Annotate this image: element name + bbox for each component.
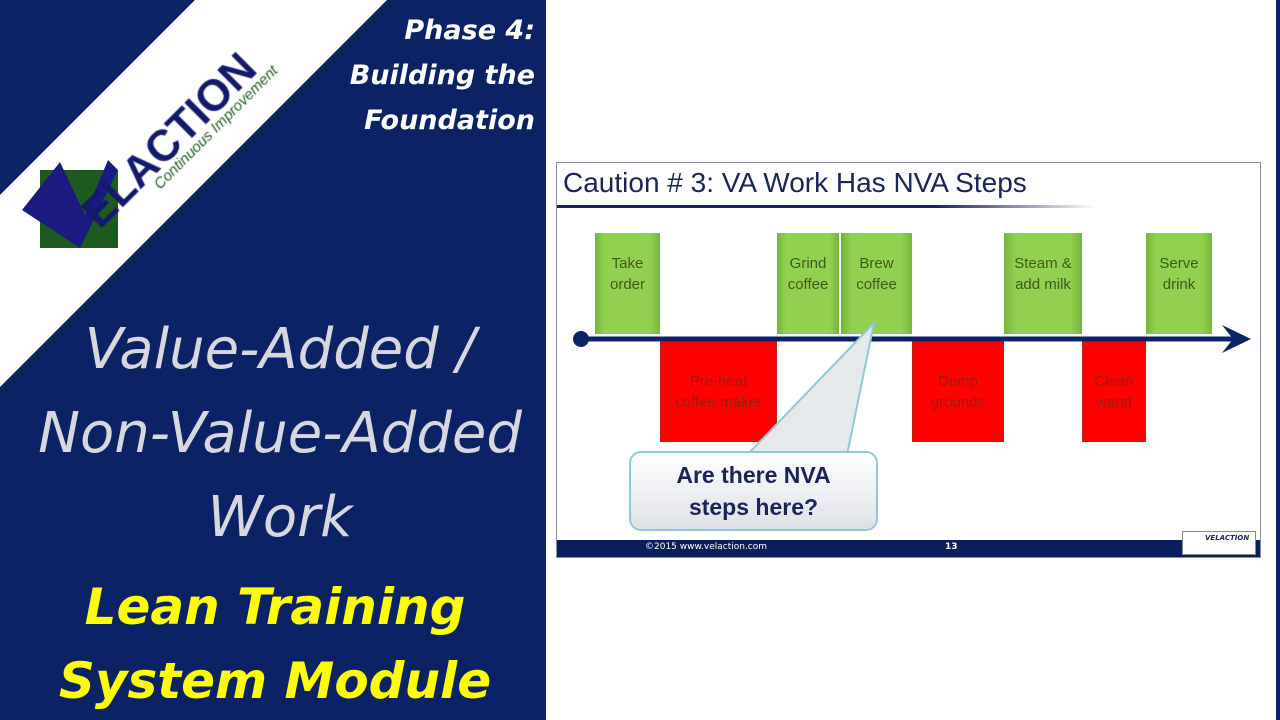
phase-line: Phase 4: (404, 15, 535, 46)
callout-bubble: Are there NVA steps here? (629, 451, 878, 531)
phase-heading: Phase 4: Building the Foundation (350, 8, 535, 143)
nva-step: Dump grounds (912, 341, 1004, 442)
step-label: coffee (787, 275, 829, 293)
title-underline (557, 205, 1097, 208)
slide-preview: Caution # 3: VA Work Has NVA Steps Take o… (556, 162, 1261, 558)
timeline-arrow (573, 319, 1251, 456)
step-label: Clean (1094, 372, 1134, 390)
va-step: Take order (595, 233, 660, 334)
module-subtitle: Lean Training System Module (0, 570, 546, 718)
slide-footer: ©2015 www.velaction.com 13 (557, 540, 1260, 557)
title-line: Value-Added / (84, 317, 476, 382)
nva-step: Pre-heat coffee maker (660, 341, 777, 442)
step-label: Pre-heat (689, 372, 748, 390)
title-line: Work (207, 485, 353, 550)
callout-line: Are there NVA (676, 462, 831, 488)
subtitle-line: Lean Training (84, 578, 466, 636)
step-label: Steam & (1014, 254, 1072, 272)
step-label: Grind (789, 254, 827, 272)
subtitle-line: System Module (58, 652, 492, 710)
step-label: grounds (930, 393, 986, 411)
phase-line: Building the (349, 60, 535, 91)
callout-tail (744, 319, 876, 456)
step-label: drink (1162, 275, 1196, 293)
step-label: Take (611, 254, 644, 272)
footer-logo-text: VELACTION (1205, 534, 1250, 542)
step-label: coffee maker (675, 393, 762, 411)
step-label: Brew (859, 254, 894, 272)
va-step: Brew coffee (841, 233, 912, 334)
callout-line: steps here? (688, 494, 819, 520)
step-label: Serve (1159, 254, 1199, 272)
slide-title: Caution # 3: VA Work Has NVA Steps (563, 167, 1027, 198)
va-step: Serve drink (1146, 233, 1212, 334)
va-step: Grind coffee (777, 233, 839, 334)
step-label: order (609, 275, 646, 293)
step-label: add milk (1015, 275, 1071, 293)
module-title: Value-Added / Non-Value-Added Work (0, 308, 546, 560)
va-step: Steam & add milk (1004, 233, 1082, 334)
velaction-logo (0, 0, 400, 300)
step-label: coffee (856, 275, 897, 293)
footer-logo: VELACTION (1182, 531, 1256, 555)
copyright-text: ©2015 www.velaction.com (645, 542, 768, 552)
phase-line: Foundation (364, 105, 535, 136)
left-panel: Phase 4: Building the Foundation Value-A… (0, 0, 546, 720)
title-line: Non-Value-Added (38, 401, 522, 466)
page-number: 13 (945, 542, 958, 552)
step-label: wand (1096, 393, 1132, 411)
step-label: Dump (937, 372, 978, 390)
nva-step: Clean wand (1082, 341, 1146, 442)
